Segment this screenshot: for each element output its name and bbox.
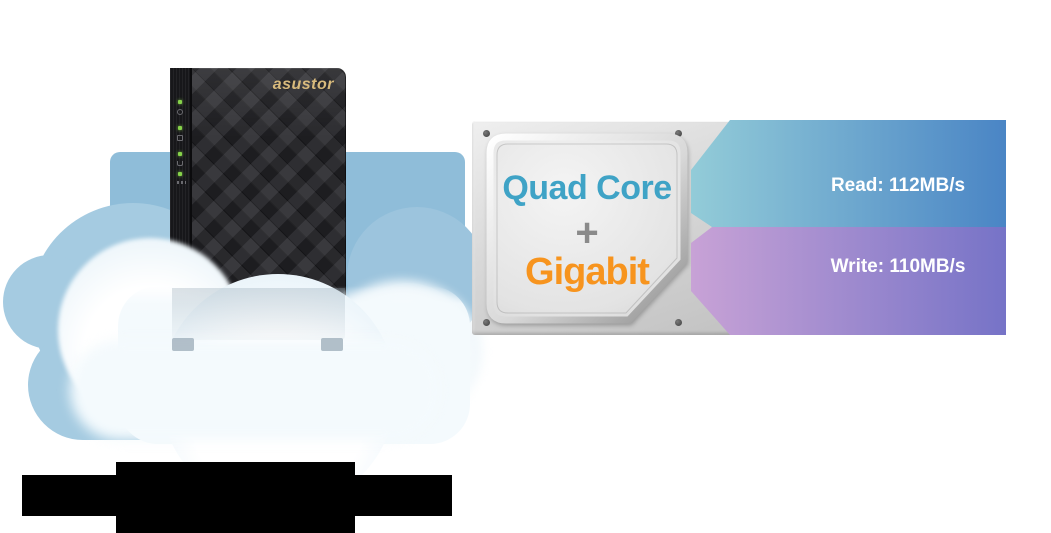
- brand-logo: asustor: [272, 76, 334, 93]
- chip-label-quad-core: Quad Core: [502, 169, 672, 207]
- network-icon: [177, 161, 183, 166]
- disk-icon: [177, 135, 183, 141]
- status-led: [178, 172, 182, 176]
- chip-label-gigabit: Gigabit: [525, 251, 650, 293]
- fog-base: [70, 340, 440, 440]
- network-led: [178, 152, 182, 156]
- screw-icon: [483, 319, 490, 326]
- screw-icon: [675, 130, 682, 137]
- disk-led: [178, 126, 182, 130]
- power-icon: [177, 109, 183, 115]
- read-speed-label: Read: 112MB/s: [830, 175, 966, 196]
- screw-icon: [483, 130, 490, 137]
- redacted-text-block: [116, 462, 355, 533]
- power-led: [178, 100, 182, 104]
- write-speed-label: Write: 110MB/s: [830, 256, 966, 277]
- chip-labels: Quad Core + Gigabit: [490, 133, 684, 320]
- nas-right-foot: [321, 338, 343, 351]
- chip-plus-sign: +: [575, 211, 599, 255]
- drive-label-icon: [177, 181, 186, 184]
- screw-icon: [675, 319, 682, 326]
- nas-device: asustor: [170, 68, 346, 308]
- chip-die: [486, 133, 688, 324]
- nas-bottom-through-fog: [172, 288, 345, 340]
- nas-front-panel: asustor: [192, 68, 346, 308]
- read-speed-banner: Read: 112MB/s: [691, 120, 1006, 227]
- nas-left-foot: [172, 338, 194, 351]
- write-speed-banner: Write: 110MB/s: [691, 227, 1006, 335]
